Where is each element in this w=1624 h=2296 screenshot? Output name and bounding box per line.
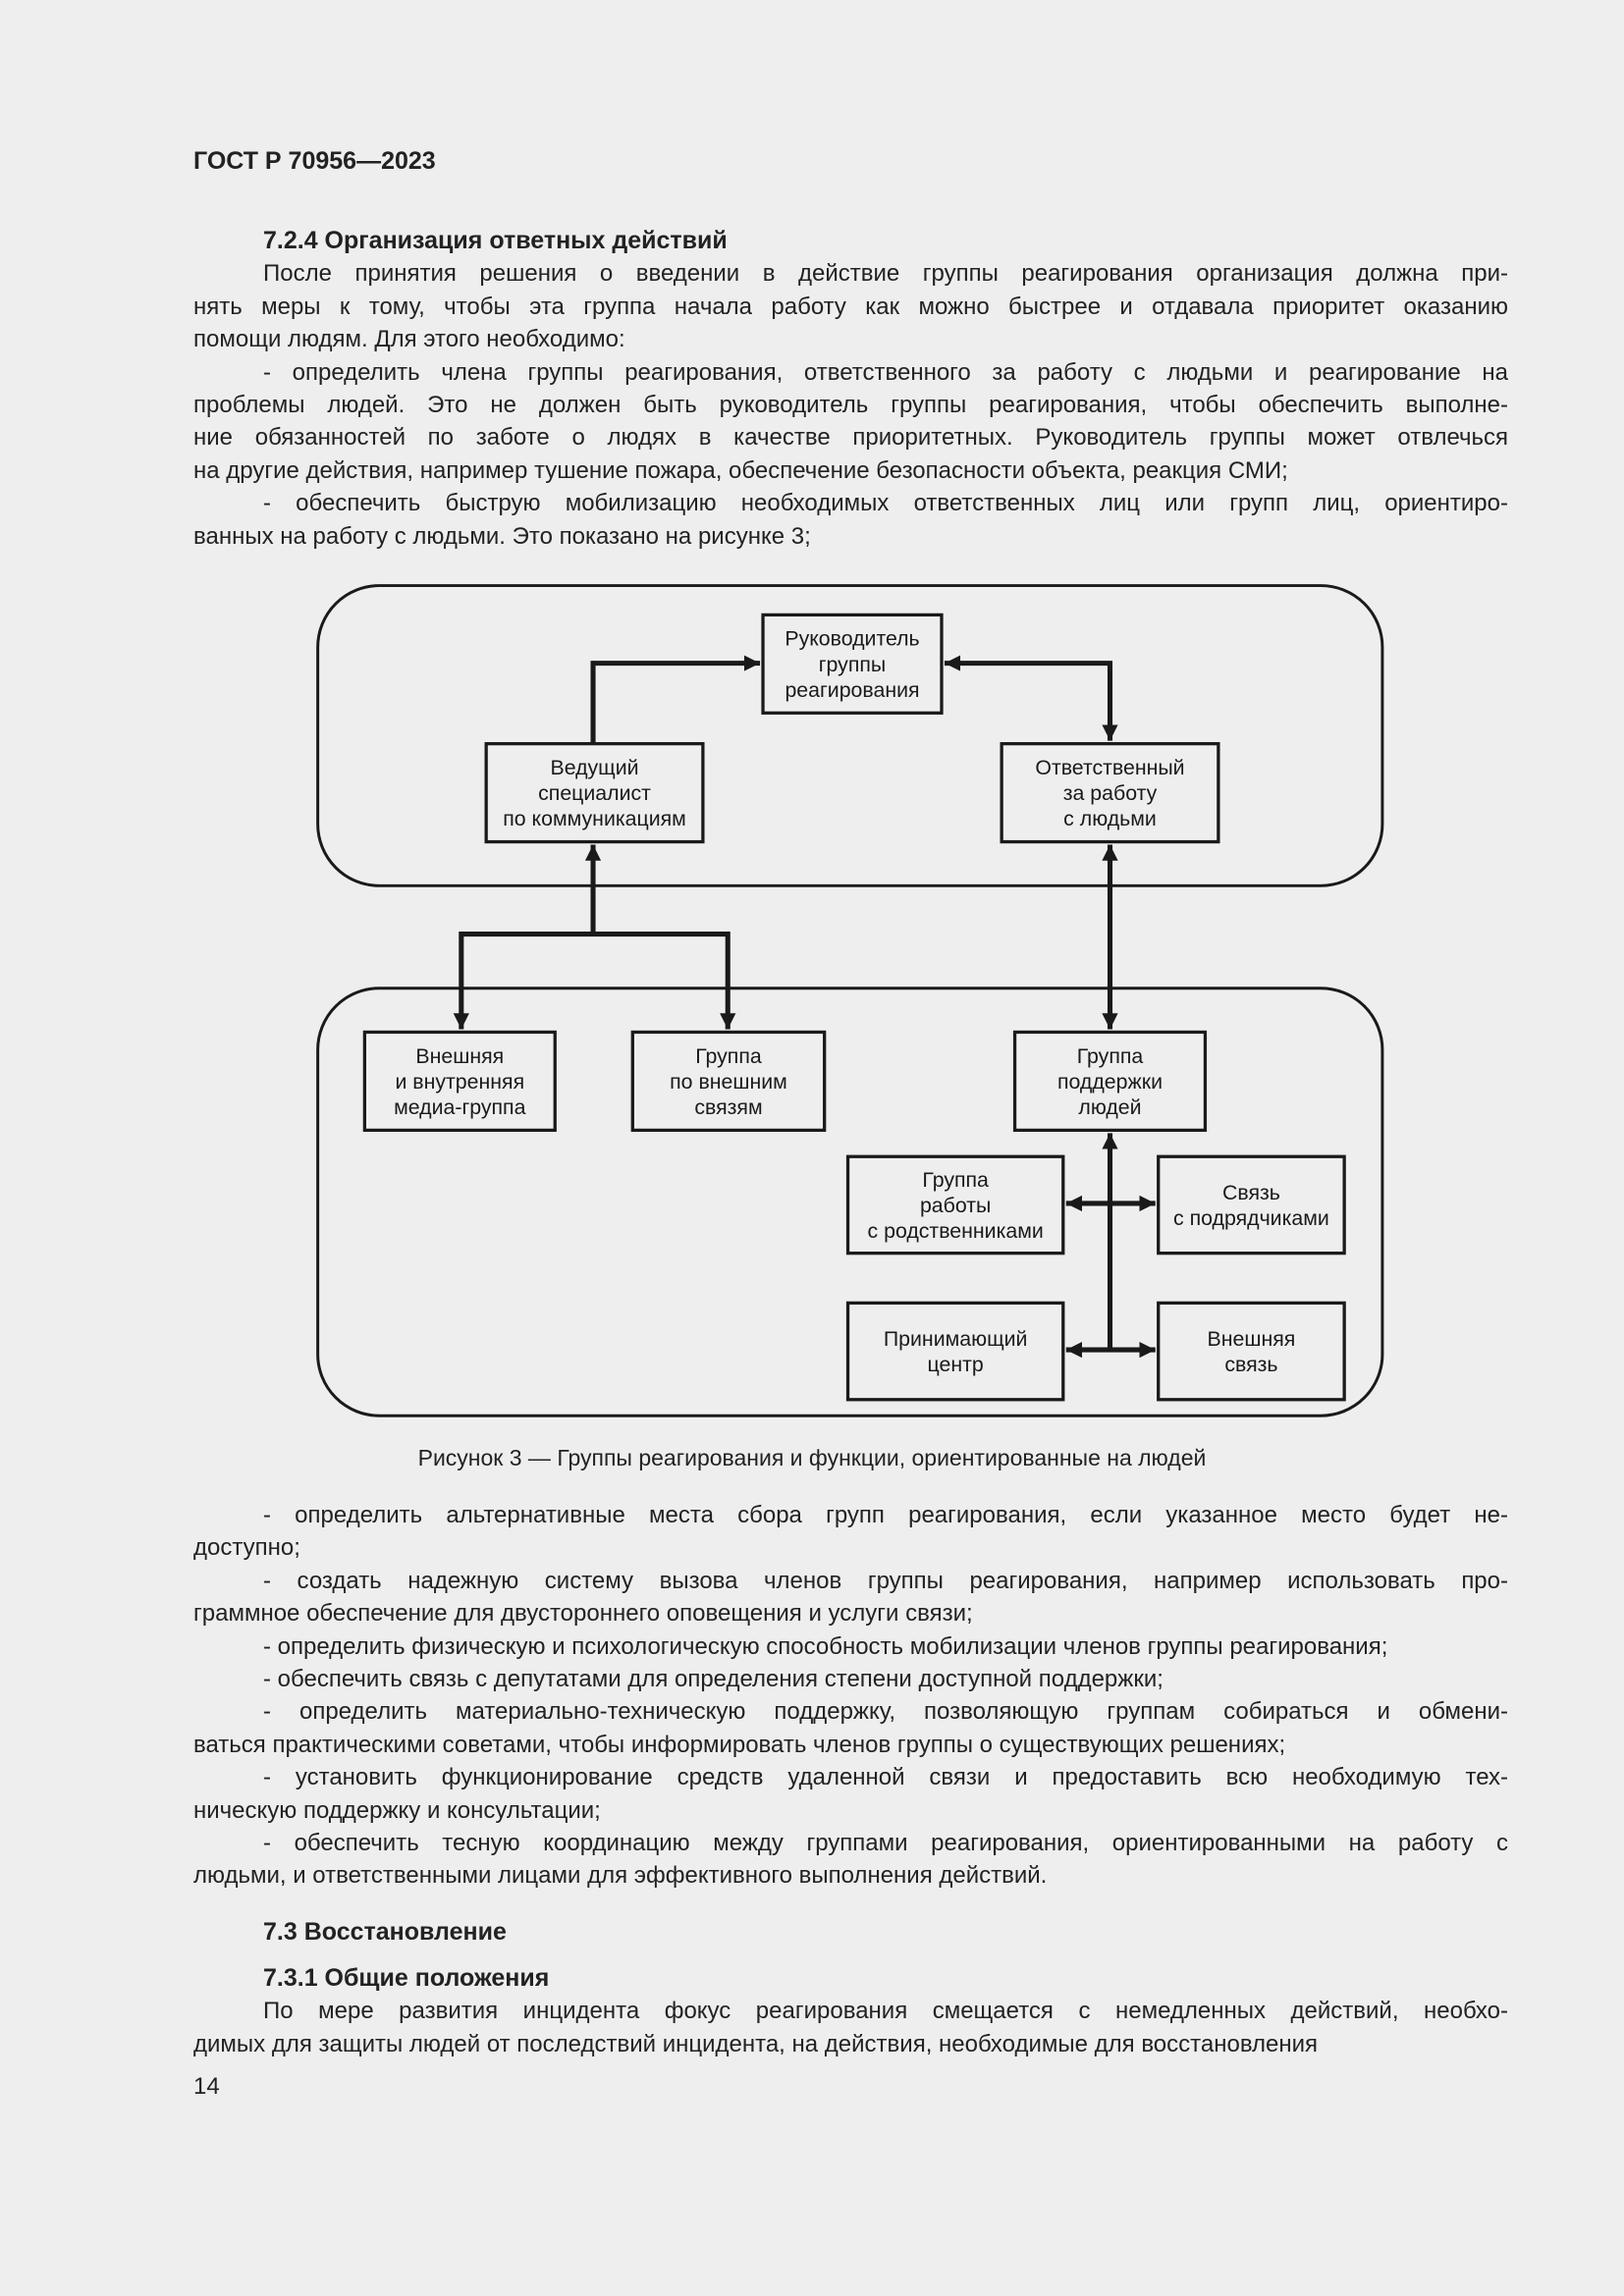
connector-comm-to-media-external [453,931,736,1030]
node-label-line: Группа [922,1168,989,1192]
text-line: людьми, и ответственными лицами для эффе… [193,1862,1048,1890]
text-line: - определить материально-техническую под… [263,1698,1508,1726]
node-box [362,1030,557,1133]
text-line: доступно; [193,1534,300,1562]
text-line: После принятия решения о введении в дейс… [263,260,1508,288]
node-box [484,742,705,844]
figure-caption: Рисунок 3 — Группы реагирования и функци… [417,1445,1207,1470]
text-line: ванных на работу с людьми. Это показано … [193,522,811,550]
page-number: 14 [193,2073,220,2100]
document-id: ГОСТ Р 70956—2023 [193,147,436,175]
node-label-line: Руководитель [785,627,919,651]
node-label-line: за работу [1063,781,1158,805]
node-box [845,1301,1065,1402]
top-group-container [316,584,1384,887]
paragraph: - определить члена группы реагирования, … [193,356,1508,488]
text-line: на другие действия, например тушение пож… [193,456,1288,484]
text-line: димых для защиты людей от последствий ин… [193,2030,1319,2057]
node-label-line: с подрядчиками [1173,1206,1329,1230]
text-line: - обеспечить связь с депутатами для опре… [263,1666,1164,1693]
node-label-line: медиа-группа [394,1095,525,1119]
paragraph: - определить материально-техническую под… [193,1695,1508,1761]
text-line: ние обязанностей по заботе о людях в кач… [193,424,1508,452]
node-label-line: Группа [695,1044,762,1068]
node-label-line: центр [928,1353,984,1376]
node-box [1000,742,1220,844]
node-label-line: с родственниками [868,1219,1044,1243]
node-label-line: и внутренняя [395,1070,524,1094]
node-label-line: Группа [1077,1044,1144,1068]
text-line: - обеспечить тесную координацию между гр… [263,1830,1508,1857]
text-line: - обеспечить быструю мобилизацию необход… [263,490,1508,517]
text-line: - определить альтернативные места сбора … [263,1502,1508,1528]
text-line: ваться практическими советами, чтобы инф… [193,1731,1286,1758]
text-line: помощи людям. Для этого необходимо: [193,326,625,353]
paragraph: - установить функционирование средств уд… [193,1761,1508,1827]
paragraph: - обеспечить связь с депутатами для опре… [193,1663,1508,1695]
paragraph: - обеспечить тесную координацию между гр… [193,1827,1508,1893]
section-body: После принятия решения о введении в дейс… [193,257,1508,553]
paragraph: После принятия решения о введении в дейс… [193,257,1508,355]
node-label-line: с людьми [1063,807,1157,830]
paragraph: - определить альтернативные места сбора … [193,1499,1508,1565]
node-box [630,1030,827,1133]
node-label-line: по внешним [670,1070,787,1094]
node-label-line: группы [819,653,886,676]
node-label-line: по коммуникациям [503,807,686,830]
node-box [1157,1154,1346,1255]
text-line: - установить функционирование средств уд… [263,1764,1508,1791]
connector-comm-to-head [590,655,761,744]
node-label-line: людей [1078,1095,1141,1119]
node-label-line: Ведущий [551,756,639,779]
node-box [761,613,944,715]
node-label-line: Внешняя [415,1044,504,1068]
node-label-line: Принимающий [884,1327,1028,1351]
paragraph: - определить физическую и психологическу… [193,1630,1508,1663]
paragraph: По мере развития инцидента фокус реагиро… [193,1995,1508,2060]
connector-head-people [944,655,1118,741]
node-label-line: связь [1224,1353,1277,1376]
text-line: - определить физическую и психологическу… [263,1632,1388,1660]
text-line: нять меры к тому, чтобы эта группа начал… [193,293,1508,320]
section-heading: 7.2.4 Организация ответных действий [263,227,728,254]
node-label-line: реагирования [785,678,919,702]
section-heading: 7.3 Восстановление [263,1918,507,1946]
section-body: По мере развития инцидента фокус реагиро… [193,1995,1508,2060]
section-7-2-4: 7.2.4 Организация ответных действий Посл… [193,225,1508,553]
text-line: - создать надежную систему вызова членов… [263,1567,1508,1594]
text-line: граммное обеспечение для двустороннего о… [193,1600,973,1628]
node-label-line: связям [694,1095,762,1119]
node-label-line: Ответственный [1035,756,1184,779]
section-7-3-1: 7.3.1 Общие положения По мере развития и… [193,1962,1508,2060]
text-line: ническую поддержку и консультации; [193,1796,601,1824]
node-box [845,1154,1065,1255]
text-line: проблемы людей. Это не должен быть руков… [193,392,1508,419]
node-label-line: Связь [1222,1181,1280,1204]
after-figure-list: - определить альтернативные места сбора … [193,1499,1508,1893]
node-label-line: специалист [538,781,651,805]
node-box [1157,1301,1346,1402]
paragraph: - создать надежную систему вызова членов… [193,1565,1508,1630]
node-label-line: поддержки [1057,1070,1163,1094]
text-line: По мере развития инцидента фокус реагиро… [263,1998,1508,2025]
section-7-3: 7.3 Восстановление [193,1916,1508,1949]
text-line: - определить члена группы реагирования, … [263,358,1508,386]
bottom-group-container [316,987,1384,1417]
section-heading: 7.3.1 Общие положения [263,1964,550,1992]
node-label-line: Внешняя [1208,1327,1296,1351]
node-label-line: работы [920,1194,991,1217]
node-box [1012,1030,1208,1133]
paragraph: - обеспечить быструю мобилизацию необход… [193,487,1508,553]
